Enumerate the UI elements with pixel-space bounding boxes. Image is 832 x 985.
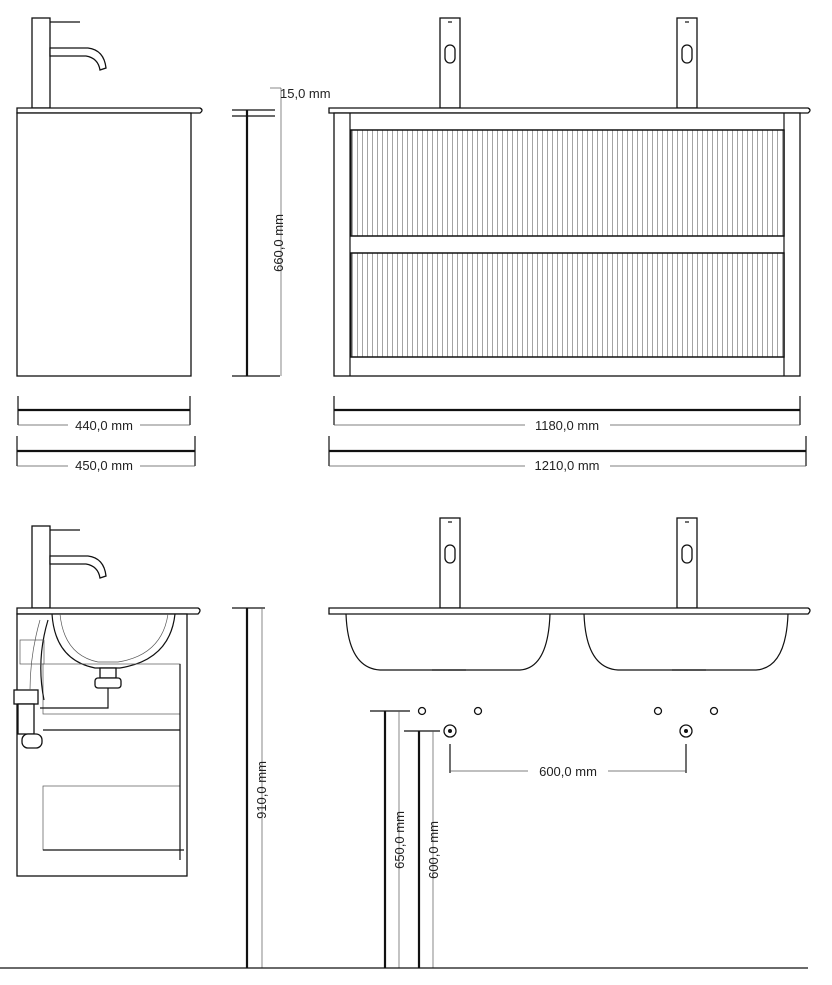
basin-left (345, 613, 551, 671)
cabinet-side (16, 112, 192, 377)
fixing-points (417, 706, 719, 738)
drain-height-b-label: 600,0 mm (426, 821, 441, 879)
basin-front-view: 600,0 mm 650,0 mm 600,0 mm (328, 517, 811, 968)
dim-heights-top: 15,0 mm 660,0 mm (232, 86, 331, 377)
tap-front-right (676, 17, 698, 109)
faucet-side-bottom (31, 525, 107, 609)
basin-section (51, 613, 176, 669)
cabinet-width-label: 1180,0 mm (535, 418, 599, 433)
drawer-bottom (350, 252, 785, 358)
drawer-top (350, 129, 785, 237)
dim-top-width: 1210,0 mm (328, 436, 807, 473)
cabinet-height-label: 660,0 mm (271, 214, 286, 272)
dim-tap-spacing: 600,0 mm (449, 744, 687, 779)
tap-spacing-label: 600,0 mm (539, 764, 597, 779)
drain-height-a-label: 650,0 mm (392, 811, 407, 869)
worktop-side (16, 107, 203, 114)
tap-front-left (439, 17, 461, 109)
dim-drain-heights: 650,0 mm 600,0 mm (370, 710, 441, 968)
worktop-front (328, 107, 811, 114)
section-view (13, 525, 201, 877)
top-thickness-label: 15,0 mm (280, 86, 331, 101)
faucet-side-top (31, 17, 107, 109)
dim-top-depth: 450,0 mm (16, 436, 196, 473)
basin-right (583, 613, 789, 671)
dim-cabinet-depth: 440,0 mm (17, 396, 191, 433)
cabinet-section (16, 613, 188, 877)
tap-bottom-left (439, 517, 461, 609)
tap-bottom-right (676, 517, 698, 609)
top-width-label: 1210,0 mm (534, 458, 599, 473)
worktop-section (16, 607, 201, 615)
cabinet-depth-label: 440,0 mm (75, 418, 133, 433)
siphon-plumbing (13, 619, 109, 749)
dim-basin-height: 910,0 mm (232, 607, 269, 968)
dim-cabinet-width: 1180,0 mm (333, 396, 801, 433)
basin-height-label: 910,0 mm (254, 761, 269, 819)
front-view: 1180,0 mm 1210,0 mm (328, 17, 811, 473)
double-worktop (328, 607, 811, 615)
top-depth-label: 450,0 mm (75, 458, 133, 473)
side-view: 440,0 mm 450,0 mm (16, 17, 203, 473)
